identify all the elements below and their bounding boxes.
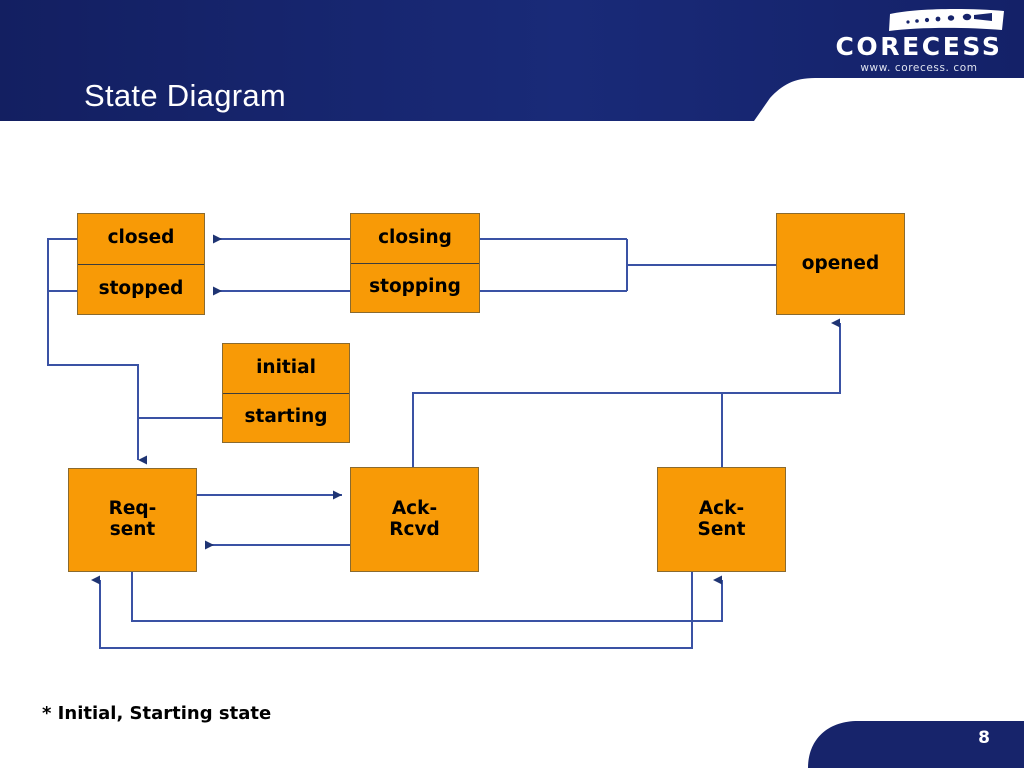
state-label-stopped: stopped <box>78 263 204 315</box>
state-node-ack-sent[interactable]: Ack- Sent <box>657 467 786 572</box>
state-label-req-sent-line1: Req- <box>108 498 157 520</box>
state-label-closed: closed <box>107 227 175 249</box>
state-label-ack-sent-line2: Sent <box>697 518 746 540</box>
state-label-req-sent-line2: sent <box>109 519 156 540</box>
slide-header: State Diagram CORECESS www. corecess. co… <box>0 0 1024 125</box>
state-label-initial: initial <box>256 356 316 378</box>
state-node-closed[interactable]: closed stopped <box>77 213 205 315</box>
state-label-ack-rcvd-line1: Ack- <box>391 497 438 519</box>
header-background-shape <box>0 0 1024 125</box>
page-title: State Diagram <box>84 78 287 113</box>
page-number-shape <box>808 721 1024 768</box>
state-node-opened[interactable]: opened <box>776 213 905 315</box>
state-label-closing: closing <box>378 226 452 248</box>
corecess-logo: CORECESS www. corecess. com <box>830 8 1008 80</box>
state-node-closing[interactable]: closing stopping <box>350 213 480 313</box>
state-label-starting: starting <box>223 392 349 443</box>
state-node-ack-rcvd[interactable]: Ack- Rcvd <box>350 467 479 572</box>
logo-url: www. corecess. com <box>860 62 978 74</box>
state-label-stopping: stopping <box>351 262 479 313</box>
logo-swoosh-icon <box>889 9 1004 31</box>
page-number: 8 <box>978 728 990 748</box>
footnote-text: * Initial, Starting state <box>42 703 272 724</box>
state-node-initial[interactable]: initial starting <box>222 343 350 443</box>
page-number-banner: 8 <box>762 713 1024 768</box>
state-label-opened: opened <box>801 252 880 274</box>
state-node-req-sent[interactable]: Req- sent <box>68 468 197 572</box>
edge-acksent-to-reqsent <box>91 572 693 649</box>
logo-wordmark: CORECESS <box>835 32 1003 61</box>
state-label-ack-rcvd-line2: Rcvd <box>389 518 440 540</box>
edge-opened-to-closing-stopping <box>626 239 776 291</box>
edge-reqsent-to-acksent <box>131 572 723 622</box>
state-label-ack-sent-line1: Ack- <box>698 497 745 519</box>
edge-ackrcvd-to-opened <box>412 318 841 467</box>
edge-closed-to-reqsent <box>47 238 147 465</box>
